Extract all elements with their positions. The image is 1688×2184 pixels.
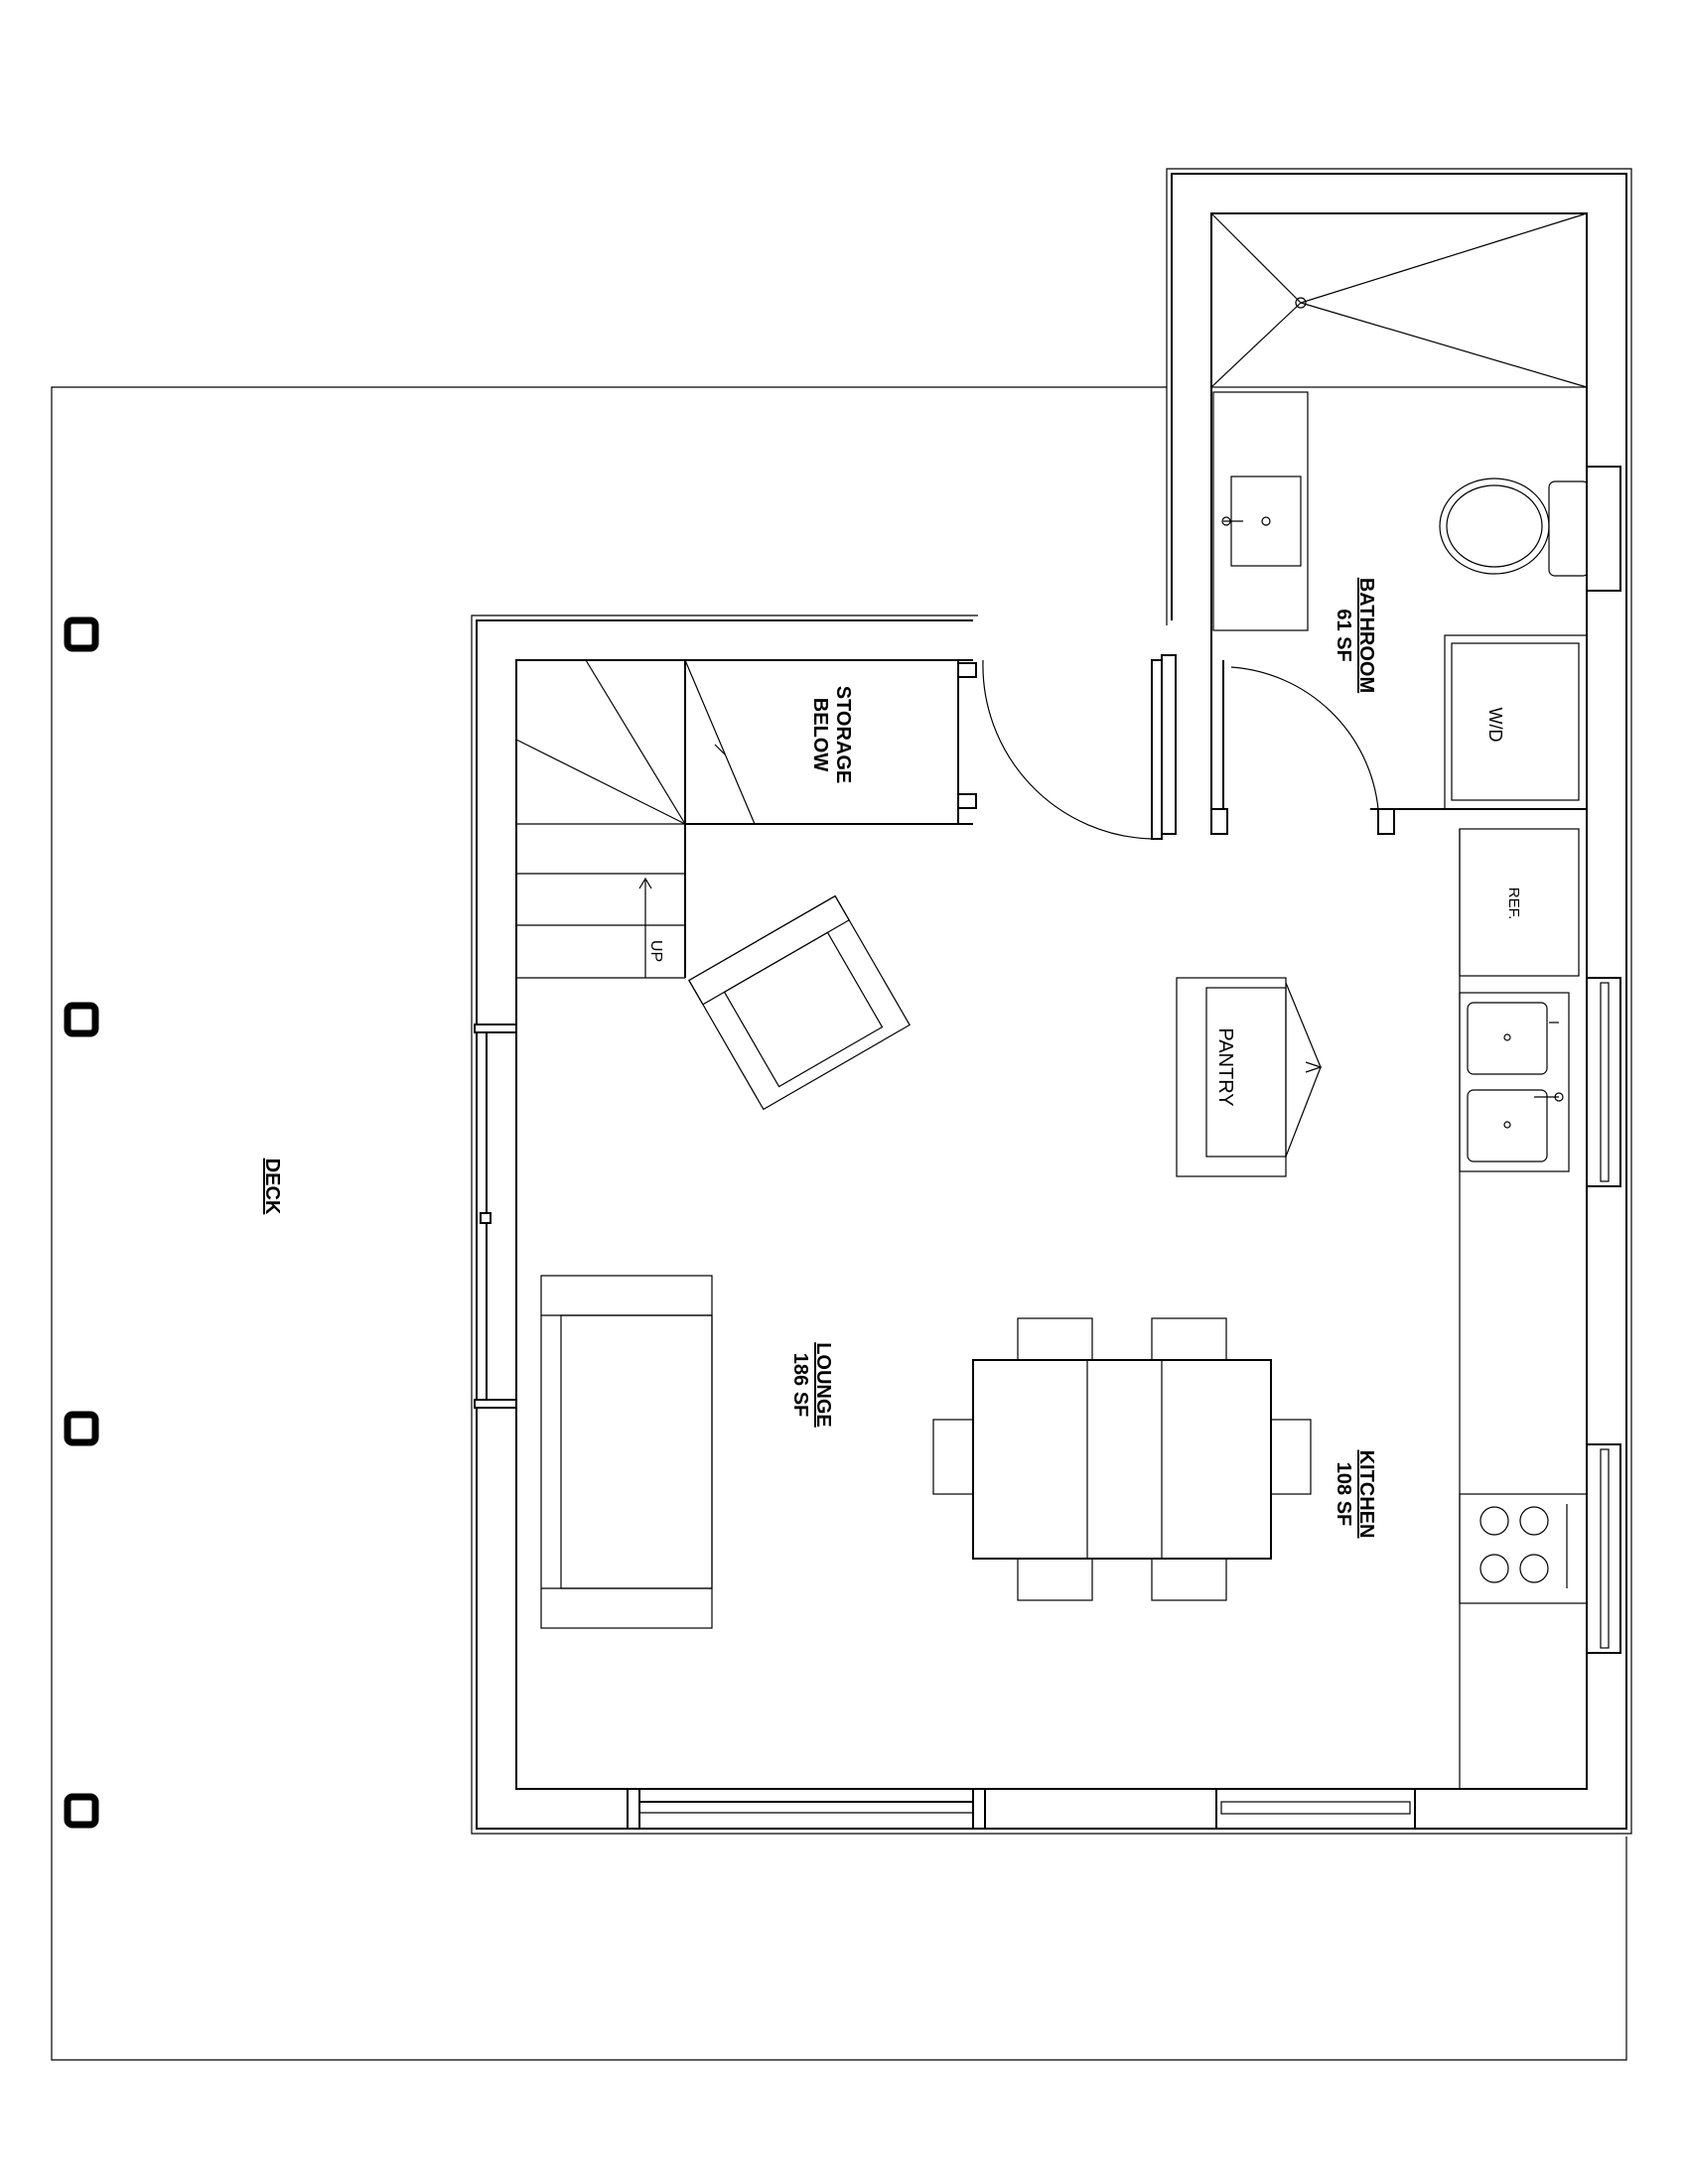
stair-up-label: UP <box>647 940 664 962</box>
deck-sliding-door <box>474 1024 517 1409</box>
bathroom-label: BATHROOM <box>1355 578 1377 693</box>
lounge-label: LOUNGE <box>812 1342 834 1428</box>
deck-post <box>64 616 99 652</box>
shower <box>1210 212 1588 388</box>
deck-label: DECK <box>261 1159 283 1215</box>
range <box>1459 1493 1588 1604</box>
deck-post <box>64 1793 99 1829</box>
refrigerator-label: REF. <box>1505 887 1522 920</box>
deck-post <box>64 1002 99 1037</box>
kitchen-area: 108 SF <box>1333 1462 1354 1526</box>
washer-dryer <box>1444 634 1588 810</box>
kitchen-windows <box>1586 977 1621 1654</box>
lounge-area: 186 SF <box>789 1353 811 1417</box>
deck-outline <box>51 386 1627 2061</box>
storage-label-line1: STORAGE <box>832 686 854 784</box>
storage-label-line2: BELOW <box>809 698 831 772</box>
kitchen-label: KITCHEN <box>1355 1450 1377 1539</box>
deck-post <box>64 1411 99 1446</box>
dining-set <box>932 1317 1312 1601</box>
stair-storage <box>515 659 977 979</box>
pantry-label: PANTRY <box>1214 1027 1236 1106</box>
armchair <box>688 894 911 1111</box>
deck-posts <box>64 616 99 1829</box>
storage-door <box>982 659 1163 840</box>
pantry <box>1176 977 1323 1177</box>
bathroom-walls <box>1161 654 1587 835</box>
bathroom-vanity <box>1212 391 1309 631</box>
bottom-openings <box>627 1788 1416 1830</box>
bathroom-area: 61 SF <box>1333 609 1354 661</box>
sofa <box>540 1275 713 1629</box>
toilet <box>1439 466 1621 592</box>
washer-dryer-label: W/D <box>1485 708 1505 743</box>
exterior-walls <box>471 168 1632 1835</box>
kitchen-counter <box>1459 829 1570 1789</box>
